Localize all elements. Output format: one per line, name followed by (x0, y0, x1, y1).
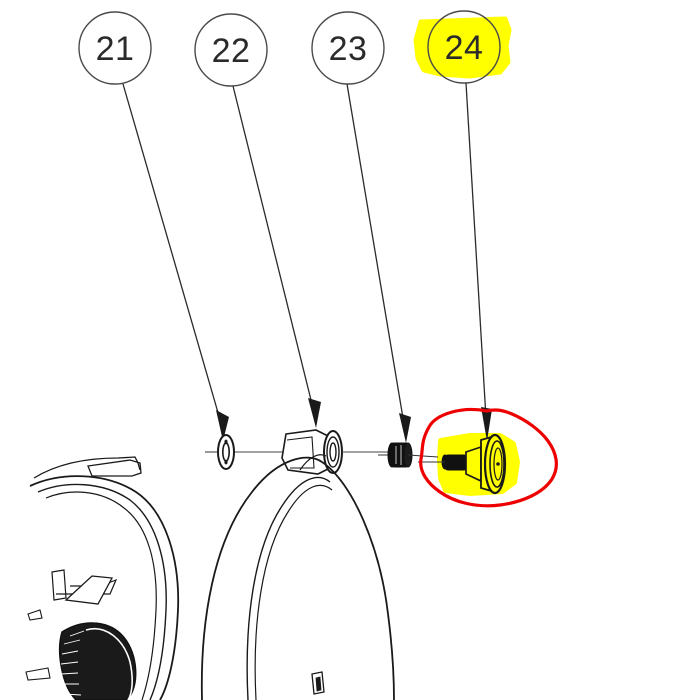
left-cover-inner-arc (45, 491, 157, 700)
stud-shank (465, 445, 482, 483)
callout-22-label: 22 (212, 32, 251, 70)
bell-housing-outer-arc (200, 456, 395, 700)
callout-24-highlight-mark (413, 16, 512, 79)
callout-21[interactable]: 21 (78, 11, 152, 85)
leader-line-22 (232, 85, 314, 409)
part-stud-bolt-24 (418, 433, 507, 495)
knurled-ring (59, 622, 137, 700)
leader-line-23 (346, 83, 405, 425)
leader-line-24 (465, 82, 487, 419)
leader-lines (122, 82, 487, 425)
callout-21-circle (78, 11, 152, 85)
arrowhead-23 (399, 413, 411, 443)
arrowhead-24 (481, 407, 492, 441)
leader-arrowheads (216, 398, 492, 443)
washer-hole-detail-1 (224, 439, 228, 445)
knurled-ring-inner-edge (85, 627, 133, 700)
callout-23-label: 23 (329, 30, 368, 68)
leader-line-21 (122, 83, 222, 424)
nut-left-face (387, 442, 397, 468)
knurled-ring-teeth (60, 630, 85, 696)
red-hand-circle-annotation (419, 407, 558, 508)
left-cover-flange-plate (87, 459, 142, 477)
bell-housing-mid-arc (246, 476, 331, 700)
arrowhead-22 (308, 398, 321, 428)
callout-22-circle (194, 13, 268, 87)
callout-bubbles: 21 22 23 24 (78, 10, 501, 87)
left-cover-mid-arc (37, 483, 167, 700)
bell-housing-inner-arc (254, 484, 333, 700)
left-cover-flange-top (33, 456, 141, 479)
callout-22[interactable]: 22 (194, 13, 268, 87)
washer-inner-bore (222, 442, 231, 462)
bell-housing-neck-left (299, 454, 327, 471)
stud-head-center-dot (496, 462, 500, 466)
bell-housing-bottom-notch-inner (315, 676, 322, 692)
part-nut-spacer-23 (378, 442, 439, 468)
washer-hole-detail-2 (224, 459, 228, 465)
arrowhead-21 (216, 410, 229, 441)
left-cover-notch-a (27, 609, 43, 621)
callout-24[interactable]: 24 (427, 10, 501, 84)
callout-24-circle (427, 10, 501, 84)
callout-23-circle (311, 11, 385, 85)
left-cover-notch-b (25, 667, 51, 681)
left-cover-rib-bracket (51, 569, 67, 601)
callout-23[interactable]: 23 (311, 11, 385, 85)
left-cover-housing (25, 456, 180, 700)
callout-24-label: 24 (445, 29, 484, 67)
part-bracket-boss-22 (281, 429, 392, 475)
left-cover-outer-arc (29, 475, 180, 700)
main-bell-housing (200, 454, 395, 700)
boss-bore (329, 442, 337, 462)
left-cover-vane (64, 575, 114, 605)
knurled-ring-band (59, 622, 137, 700)
bell-housing-bottom-notch (311, 671, 325, 695)
bracket-arm (281, 429, 335, 475)
callout-21-label: 21 (96, 30, 135, 68)
